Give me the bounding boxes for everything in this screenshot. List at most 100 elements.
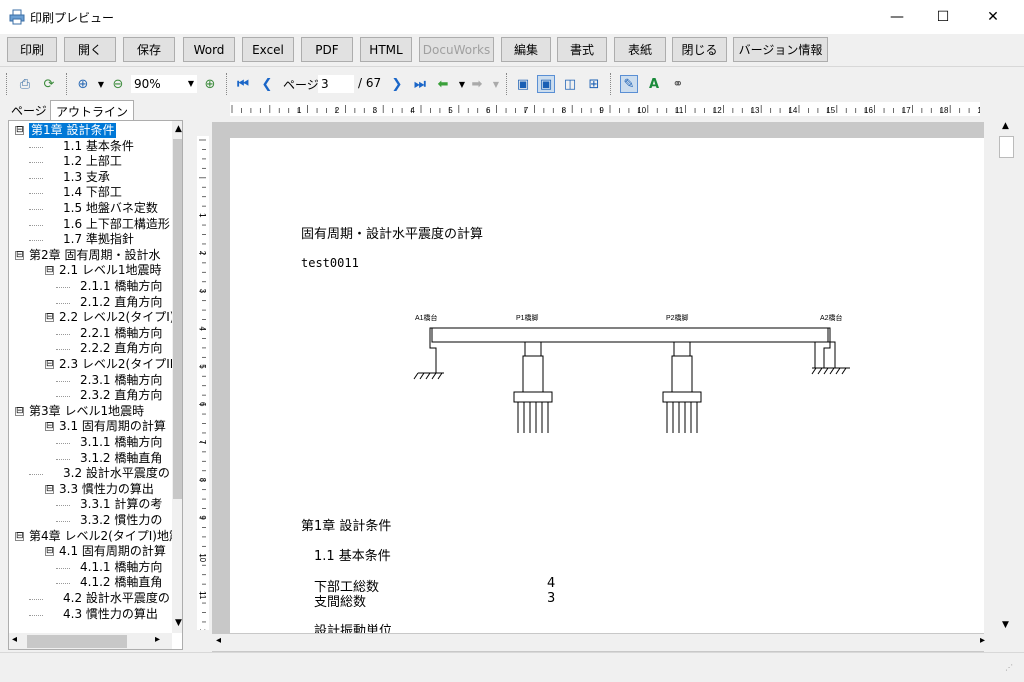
preview-horizontal-scrollbar[interactable]: ◂ ▸ <box>212 634 997 651</box>
forward-arrow-icon[interactable]: ➡ <box>471 76 483 92</box>
tree-item[interactable]: 2.2 レベル2(タイプI)地 <box>59 310 183 325</box>
excel-export-button[interactable]: Excel <box>242 37 294 62</box>
tree-collapse-icon[interactable]: ⊟ <box>45 546 54 557</box>
tree-collapse-icon[interactable]: ⊟ <box>45 312 54 323</box>
scroll-right-icon[interactable]: ▸ <box>155 634 161 645</box>
zoom-out-icon[interactable]: ⊖ <box>112 76 124 92</box>
last-page-icon[interactable]: ⏭ <box>414 76 426 92</box>
tree-collapse-icon[interactable]: ⊟ <box>15 530 24 541</box>
save-button[interactable]: 保存 <box>123 37 175 62</box>
tree-collapse-icon[interactable]: ⊟ <box>45 483 54 494</box>
scroll-left-icon[interactable]: ◂ <box>12 634 18 645</box>
tree-item[interactable]: 4.2 設計水平震度の <box>63 591 170 605</box>
tree-item[interactable]: 1.5 地盤バネ定数 <box>63 201 158 215</box>
text-select-icon[interactable]: A <box>648 76 660 92</box>
tree-item[interactable]: 3.3 慣性力の算出 <box>59 481 154 496</box>
tree-collapse-icon[interactable]: ⊟ <box>45 265 54 276</box>
tree-item[interactable]: 2.2.2 直角方向 <box>80 341 163 356</box>
print-setup-icon[interactable]: ⎙ <box>19 76 31 92</box>
outline-scroll-thumb[interactable] <box>173 139 182 499</box>
tree-item[interactable]: 2.1 レベル1地震時 <box>59 263 162 278</box>
word-export-button[interactable]: Word <box>183 37 235 62</box>
back-arrow-icon[interactable]: ⬅ <box>437 76 449 92</box>
tree-item[interactable]: 1.4 下部工 <box>63 185 122 200</box>
previous-page-icon[interactable]: ❮ <box>261 76 273 92</box>
scroll-up-icon[interactable]: ▲ <box>1002 121 1009 131</box>
preview-vertical-scrollbar[interactable]: ▲ ▼ <box>998 118 1015 634</box>
back-dropdown-icon[interactable]: ▼ <box>458 79 466 89</box>
format-button[interactable]: 書式 <box>557 37 607 62</box>
open-button[interactable]: 開く <box>64 37 116 62</box>
tree-item[interactable]: 2.2.1 橋軸方向 <box>80 325 163 340</box>
page-number-input[interactable]: 3 <box>318 75 354 93</box>
pdf-export-button[interactable]: PDF <box>301 37 353 62</box>
tree-item[interactable]: 第2章 固有周期・設計水 <box>29 247 161 262</box>
tree-item[interactable]: 1.3 支承 <box>63 169 110 184</box>
tree-item[interactable]: 4.1.1 橋軸方向 <box>80 559 163 574</box>
close-button[interactable]: ✕ <box>987 9 999 25</box>
print-button[interactable]: 印刷 <box>7 37 57 62</box>
maximize-button[interactable]: ☐ <box>936 9 950 25</box>
tree-collapse-icon[interactable]: ⊟ <box>45 421 54 432</box>
tree-collapse-icon[interactable]: ⊟ <box>15 249 24 260</box>
tree-item[interactable]: 2.3 レベル2(タイプII) <box>59 357 178 371</box>
edit-button[interactable]: 編集 <box>501 37 551 62</box>
outline-vertical-scrollbar[interactable]: ▲ ▼ <box>172 121 182 633</box>
scroll-right-icon[interactable]: ▸ <box>980 635 986 646</box>
single-page-view-icon[interactable]: ▣ <box>516 76 530 92</box>
preview-scroll-thumb[interactable] <box>999 136 1014 158</box>
outline-horizontal-scrollbar[interactable]: ◂ ▸ <box>9 633 172 649</box>
resize-grip-icon[interactable]: ⋰ <box>1005 663 1013 672</box>
tree-collapse-icon[interactable]: ⊟ <box>45 359 54 369</box>
tree-item[interactable]: 4.1 固有周期の計算 <box>59 544 166 559</box>
tree-item[interactable]: 1.2 上部工 <box>63 154 122 169</box>
fit-page-view-icon[interactable]: ▣ <box>537 75 555 93</box>
scroll-down-icon[interactable]: ▼ <box>1002 620 1009 630</box>
tree-item[interactable]: 3.1.1 橋軸方向 <box>80 435 163 449</box>
tree-item[interactable]: 3.2 設計水平震度の <box>63 466 170 481</box>
select-tool-icon[interactable]: ✎ <box>620 75 638 93</box>
forward-dropdown-icon[interactable]: ▼ <box>492 79 500 89</box>
tree-item[interactable]: 第4章 レベル2(タイプI)地震 <box>29 528 181 543</box>
tree-item[interactable]: 1.1 基本条件 <box>63 138 134 153</box>
close-preview-button[interactable]: 閉じる <box>672 37 727 62</box>
zoom-select[interactable]: 90%▼ <box>131 75 197 93</box>
first-page-icon[interactable]: ⏮ <box>237 76 249 92</box>
multi-page-view-icon[interactable]: ⊞ <box>588 76 600 92</box>
tree-item[interactable]: 2.1.1 橋軸方向 <box>80 279 163 293</box>
minimize-button[interactable]: — <box>890 9 904 25</box>
two-page-view-icon[interactable]: ◫ <box>563 76 577 92</box>
tree-item[interactable]: 3.3.1 計算の考 <box>80 497 163 512</box>
zoom-fit-icon[interactable]: ⊕ <box>204 76 216 92</box>
zoom-dropdown-arrow-icon[interactable]: ▼ <box>97 79 105 89</box>
link-icon[interactable]: ⚭ <box>672 76 684 92</box>
tree-connector <box>29 209 43 210</box>
cover-button[interactable]: 表紙 <box>614 37 666 62</box>
outline-hscroll-thumb[interactable] <box>27 635 127 648</box>
tree-item[interactable]: 2.3.1 橋軸方向 <box>80 372 163 387</box>
tree-item[interactable]: 第3章 レベル1地震時 <box>29 403 145 418</box>
tree-item[interactable]: 4.1.2 橋軸直角 <box>80 575 163 590</box>
tree-item[interactable]: 2.3.2 直角方向 <box>80 388 163 403</box>
scroll-up-icon[interactable]: ▲ <box>175 124 182 134</box>
html-export-button[interactable]: HTML <box>360 37 412 62</box>
tree-item[interactable]: 3.1 固有周期の計算 <box>59 419 166 434</box>
tree-item[interactable]: 3.3.2 慣性力の <box>80 513 163 527</box>
tree-item[interactable]: 2.1.2 直角方向 <box>80 294 163 309</box>
refresh-icon[interactable]: ⟳ <box>43 76 55 92</box>
tree-item[interactable]: 1.7 準拠指針 <box>63 232 134 247</box>
version-info-button[interactable]: バージョン情報 <box>733 37 828 62</box>
scroll-down-icon[interactable]: ▼ <box>175 618 182 628</box>
tree-item[interactable]: 第1章 設計条件 <box>29 123 117 138</box>
next-page-icon[interactable]: ❯ <box>391 76 403 92</box>
docuworks-export-button[interactable]: DocuWorks <box>419 37 494 62</box>
tree-collapse-icon[interactable]: ⊟ <box>15 125 24 135</box>
tree-item[interactable]: 3.1.2 橋軸直角 <box>80 450 163 465</box>
tree-item[interactable]: 4.3 慣性力の算出 <box>63 606 158 621</box>
zoom-in-icon[interactable]: ⊕ <box>77 76 89 92</box>
tree-item[interactable]: 1.6 上下部工構造形 <box>63 216 170 231</box>
scroll-left-icon[interactable]: ◂ <box>216 635 222 646</box>
tree-collapse-icon[interactable]: ⊟ <box>15 405 24 416</box>
tab-pages[interactable]: ページ <box>11 104 47 118</box>
tab-outline[interactable]: アウトライン <box>50 100 135 120</box>
